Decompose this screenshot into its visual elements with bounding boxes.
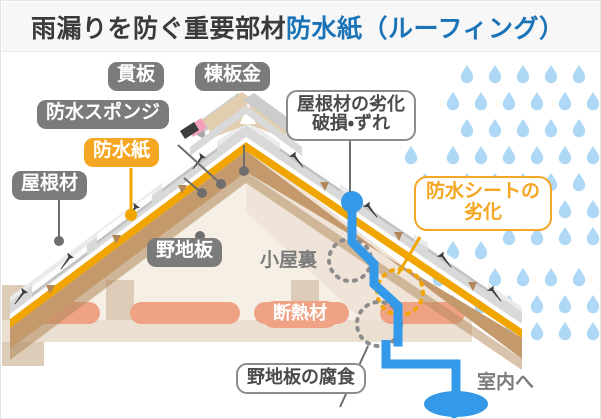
label-koyaura: 小屋裏 — [260, 250, 318, 271]
title-band — [2, 2, 600, 52]
label-shitsunai-he: 室内へ — [477, 372, 535, 393]
label-bousui-sponge[interactable]: 防水スポンジ — [37, 100, 170, 129]
label-noji-ita[interactable]: 野地板 — [147, 238, 223, 267]
label-yane-zai[interactable]: 屋根材 — [12, 171, 88, 200]
label-sheet-damage[interactable]: 防水シートの 劣化 — [414, 176, 553, 232]
title-accent: 防水紙（ルーフィング） — [286, 15, 565, 43]
label-dannetsu-zai[interactable]: 断熱材 — [261, 301, 339, 329]
leader-bousui-shi — [125, 168, 137, 221]
label-nuki-ita[interactable]: 貫板 — [108, 62, 165, 91]
title-lead: 雨漏りを防ぐ重要部材 — [31, 15, 287, 43]
label-mune-bankin[interactable]: 棟板金 — [195, 62, 271, 91]
leak-water-ceiling-run — [381, 340, 461, 404]
leak-water-path — [347, 197, 403, 347]
right-roof-slope — [246, 120, 522, 370]
label-bousui-shi[interactable]: 防水紙 — [84, 138, 160, 167]
label-noji-fushoku[interactable]: 野地板の腐食 — [236, 363, 366, 395]
page-title: 雨漏りを防ぐ重要部材防水紙（ルーフィング） — [31, 9, 565, 45]
ridge-assembly — [180, 92, 312, 156]
leak-pool — [424, 391, 488, 417]
left-roof-slope — [10, 120, 246, 360]
leak-origin-dot — [341, 191, 363, 213]
leader-sheet-damage — [396, 236, 422, 275]
leader-nuki-ita — [177, 144, 222, 185]
label-roof-damage[interactable]: 屋根材の劣化 破損・ずれ — [286, 90, 416, 141]
diagram-canvas: 貫板 棟板金 防水スポンジ 防水紙 屋根材 野地板 小屋裏 断熱材 屋根材の劣化… — [2, 52, 600, 418]
